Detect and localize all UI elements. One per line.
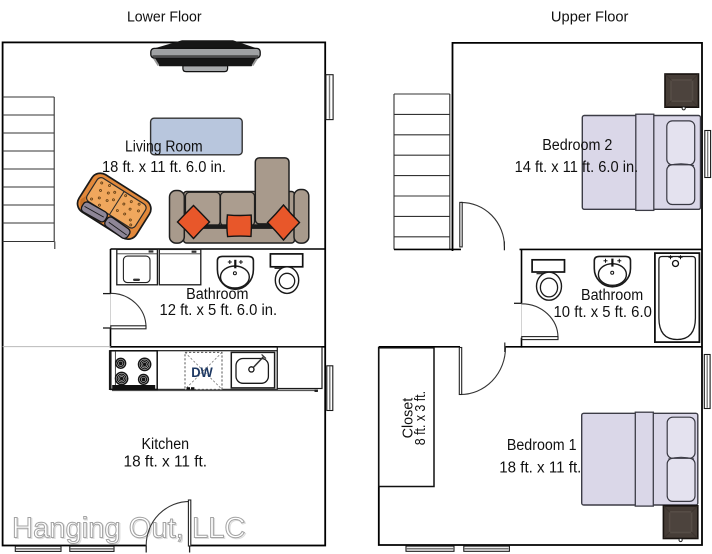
svg-text:Bedroom 2: Bedroom 2: [542, 137, 612, 154]
svg-text:DW: DW: [191, 364, 213, 380]
svg-text:14 ft. x 11 ft. 6.0 in.: 14 ft. x 11 ft. 6.0 in.: [515, 159, 639, 176]
svg-text:Upper Floor: Upper Floor: [551, 10, 629, 26]
svg-text:Closet: Closet: [400, 398, 416, 439]
svg-text:Bedroom 1: Bedroom 1: [507, 437, 577, 454]
svg-text:8 ft. x 3 ft.: 8 ft. x 3 ft.: [413, 391, 429, 445]
svg-text:Hanging Out, LLC: Hanging Out, LLC: [13, 514, 247, 546]
svg-text:12 ft. x 5 ft. 6.0 in.: 12 ft. x 5 ft. 6.0 in.: [160, 302, 278, 319]
svg-text:Hanging Out, LLC: Hanging Out, LLC: [12, 512, 246, 544]
svg-text:Living Room: Living Room: [125, 138, 203, 155]
svg-text:Bathroom: Bathroom: [581, 287, 643, 304]
svg-text:18 ft. x 11 ft.: 18 ft. x 11 ft.: [499, 459, 581, 476]
svg-text:18 ft. x 11 ft. 6.0 in.: 18 ft. x 11 ft. 6.0 in.: [102, 159, 226, 176]
svg-text:18 ft. x 11 ft.: 18 ft. x 11 ft.: [124, 453, 208, 470]
svg-text:Bathroom: Bathroom: [186, 286, 248, 303]
svg-text:10 ft. x 5 ft. 6.0: 10 ft. x 5 ft. 6.0: [554, 304, 653, 321]
svg-text:Lower Floor: Lower Floor: [127, 10, 202, 26]
svg-text:Kitchen: Kitchen: [142, 436, 190, 453]
